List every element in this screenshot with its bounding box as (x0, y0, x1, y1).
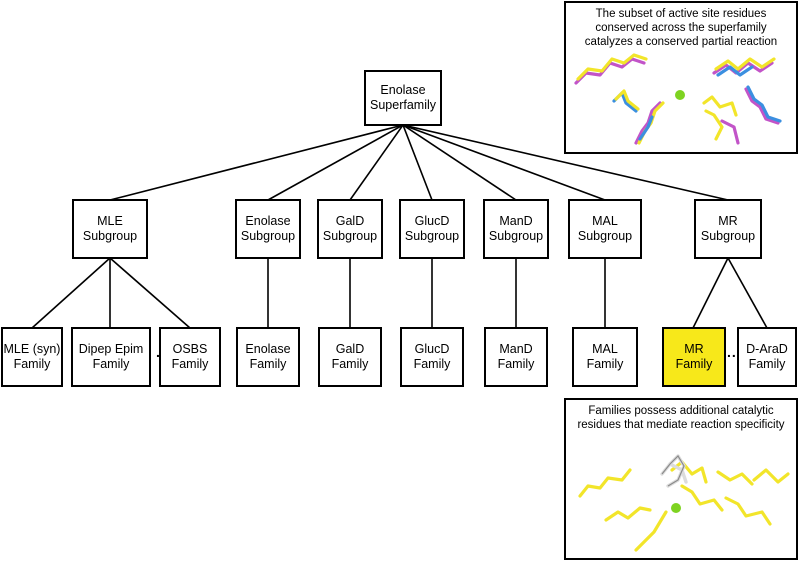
node-line2: Subgroup (322, 229, 378, 243)
subgroup-node-mand: ManD Subgroup (483, 199, 549, 259)
node-line1: Dipep Epim (78, 342, 144, 356)
node-line2: Family (13, 357, 51, 371)
caption-line: conserved across the superfamily (595, 22, 767, 34)
family-node-gald: GalD Family (318, 327, 382, 387)
subgroup-node-gald: GalD Subgroup (317, 199, 383, 259)
node-line2: Family (413, 357, 451, 371)
node-line2: Subgroup (577, 229, 633, 243)
node-line1: MLE (97, 214, 123, 228)
node-line1: GalD (335, 214, 365, 228)
conserved-residues-panel: The subset of active site residues conse… (564, 1, 798, 154)
edge-root-mle (109, 124, 404, 201)
panel-caption: Families possess additional catalytic re… (566, 404, 796, 432)
node-line2: Superfamily (370, 98, 436, 112)
node-line1: MLE (syn) (3, 342, 61, 356)
node-line2: Subgroup (404, 229, 460, 243)
family-node-glucd: GlucD Family (400, 327, 464, 387)
node-line2: Family (586, 357, 624, 371)
edge-mle-osbs (109, 257, 191, 329)
node-line1: D-AraD (746, 342, 788, 356)
node-line2: Family (171, 357, 209, 371)
metal-ion-icon (675, 90, 685, 100)
node-line2: Family (331, 357, 369, 371)
node-line1: Enolase (245, 214, 291, 228)
node-line1: MAL (592, 214, 618, 228)
node-line2: Family (92, 357, 130, 371)
node-line1: MR (718, 214, 738, 228)
node-line1: GlucD (414, 342, 450, 356)
node-line2: Family (675, 357, 713, 371)
edge-mr-arad (727, 257, 768, 329)
subgroup-node-mr: MR Subgroup (694, 199, 762, 259)
node-line2: Subgroup (700, 229, 756, 243)
subgroup-node-mal: MAL Subgroup (568, 199, 642, 259)
edge-root-mand (402, 124, 517, 201)
family-node-osbs: OSBS Family (159, 327, 221, 387)
node-line2: Subgroup (240, 229, 296, 243)
subgroup-node-mle: MLE Subgroup (72, 199, 148, 259)
caption-line: The subset of active site residues (595, 8, 767, 20)
edge-root-enolase (267, 124, 404, 201)
edge-root-mal (402, 124, 606, 201)
edge-root-glucd (402, 124, 433, 201)
root-node-enolase-superfamily: Enolase Superfamily (364, 70, 442, 126)
caption-line: Families possess additional catalytic (588, 405, 774, 417)
family-node-enolase: Enolase Family (236, 327, 300, 387)
subgroup-node-glucd: GlucD Subgroup (399, 199, 465, 259)
edge-mle-syn (31, 257, 111, 329)
node-line1: Enolase (380, 83, 426, 97)
family-node-mle-syn: MLE (syn) Family (1, 327, 63, 387)
edge-root-gald (349, 124, 404, 201)
metal-ion-icon (671, 503, 681, 513)
family-node-d-arad: D-AraD Family (737, 327, 797, 387)
specificity-residues-structure-image (578, 454, 790, 552)
node-line1: ManD (499, 214, 533, 228)
specificity-residues-panel: Families possess additional catalytic re… (564, 398, 798, 560)
node-line2: Family (497, 357, 535, 371)
node-line1: GalD (335, 342, 365, 356)
family-node-dipep-epim: Dipep Epim Family (71, 327, 151, 387)
conserved-residues-structure-image (574, 53, 782, 145)
node-line1: Enolase (245, 342, 291, 356)
node-line1: OSBS (172, 342, 208, 356)
node-line2: Family (249, 357, 287, 371)
node-line2: Subgroup (488, 229, 544, 243)
family-node-mr-highlighted: MR Family (662, 327, 726, 387)
edge-mr-family (692, 257, 729, 329)
node-line2: Subgroup (82, 229, 138, 243)
edge-root-mr (402, 124, 729, 201)
node-line2: Family (748, 357, 786, 371)
caption-line: residues that mediate reaction specifici… (577, 419, 785, 431)
node-line1: ManD (499, 342, 533, 356)
node-line1: GlucD (414, 214, 450, 228)
family-node-mand: ManD Family (484, 327, 548, 387)
subgroup-node-enolase: Enolase Subgroup (235, 199, 301, 259)
family-node-mal: MAL Family (572, 327, 638, 387)
node-line1: MAL (592, 342, 618, 356)
caption-line: catalyzes a conserved partial reaction (584, 36, 778, 48)
node-line1: MR (684, 342, 704, 356)
panel-caption: The subset of active site residues conse… (566, 7, 796, 49)
